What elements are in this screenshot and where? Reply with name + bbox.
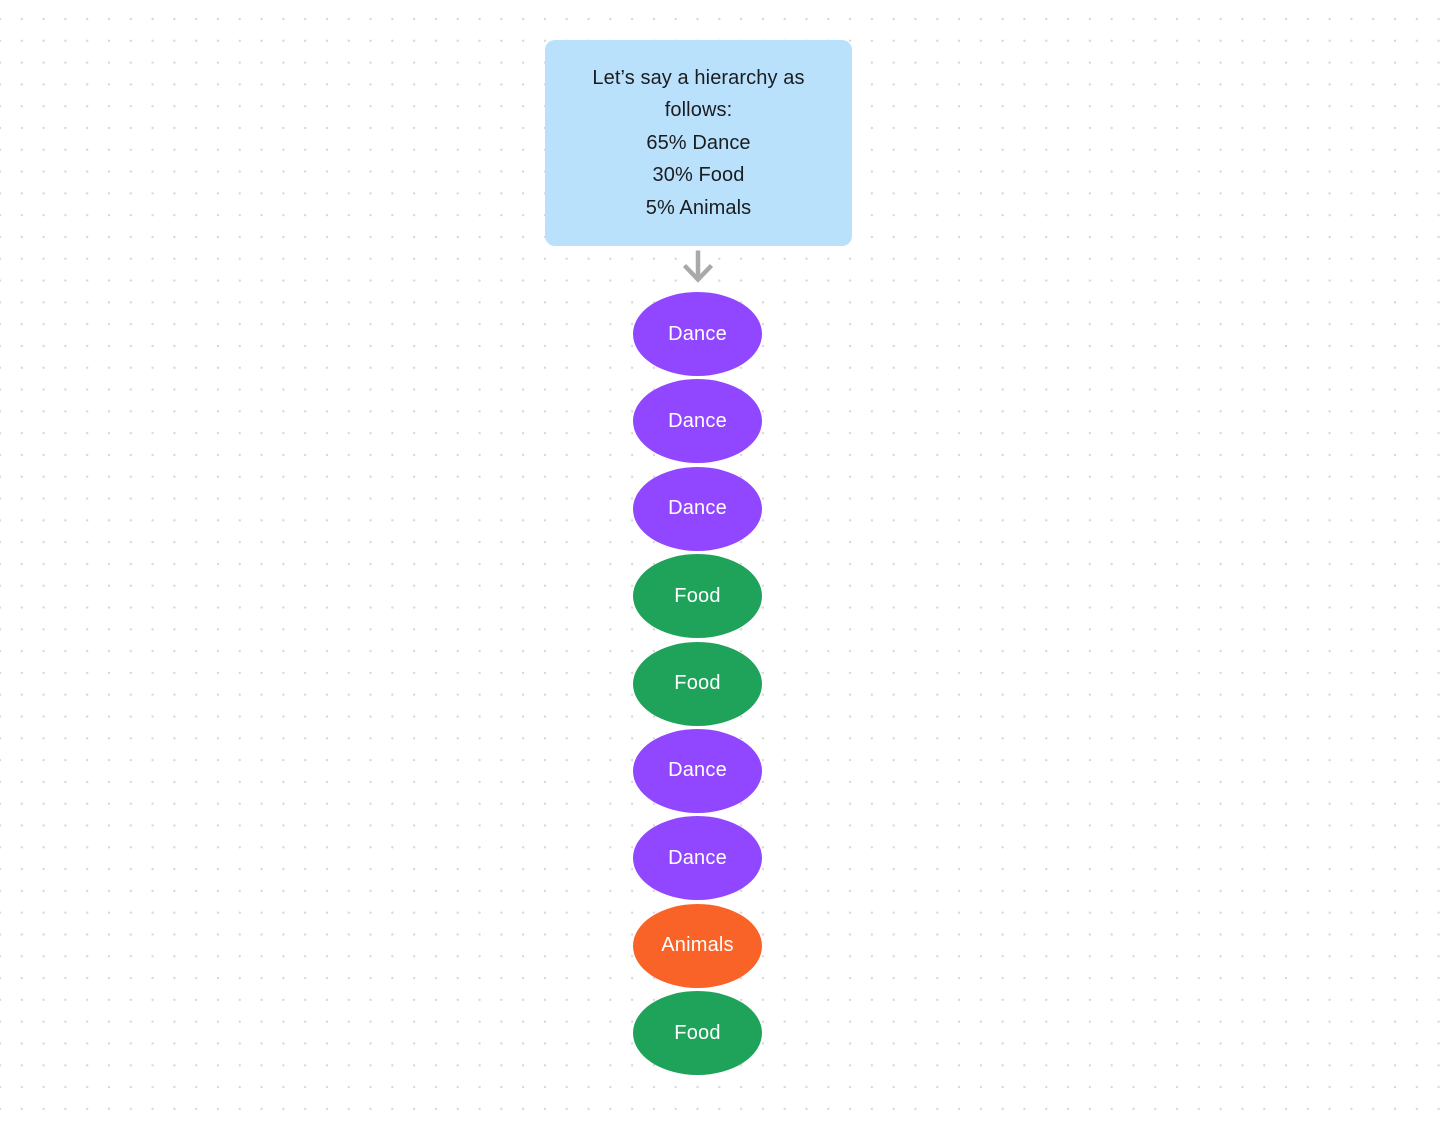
node-food: Food [633,991,762,1076]
node-food: Food [633,641,762,726]
node-food: Food [633,554,762,639]
node-dance: Dance [633,816,762,901]
down-arrow-icon [682,250,714,283]
note-line: 30% Food [652,164,745,187]
node-dance: Dance [633,379,762,464]
note-line: 65% Dance [646,131,751,154]
node-animals: Animals [633,903,762,988]
note-line: follows: [664,99,733,122]
node-dance: Dance [633,728,762,813]
node-dance: Dance [633,292,762,376]
node-dance: Dance [633,466,762,551]
note-text: Let’s say a hierarchy as follows: 65% Danc… [545,62,852,225]
note-line: 5% Animals [645,196,752,219]
note-line: Let’s say a hierarchy as [592,66,805,89]
hierarchy-note: Let’s say a hierarchy as follows: 65% Danc… [545,40,852,246]
